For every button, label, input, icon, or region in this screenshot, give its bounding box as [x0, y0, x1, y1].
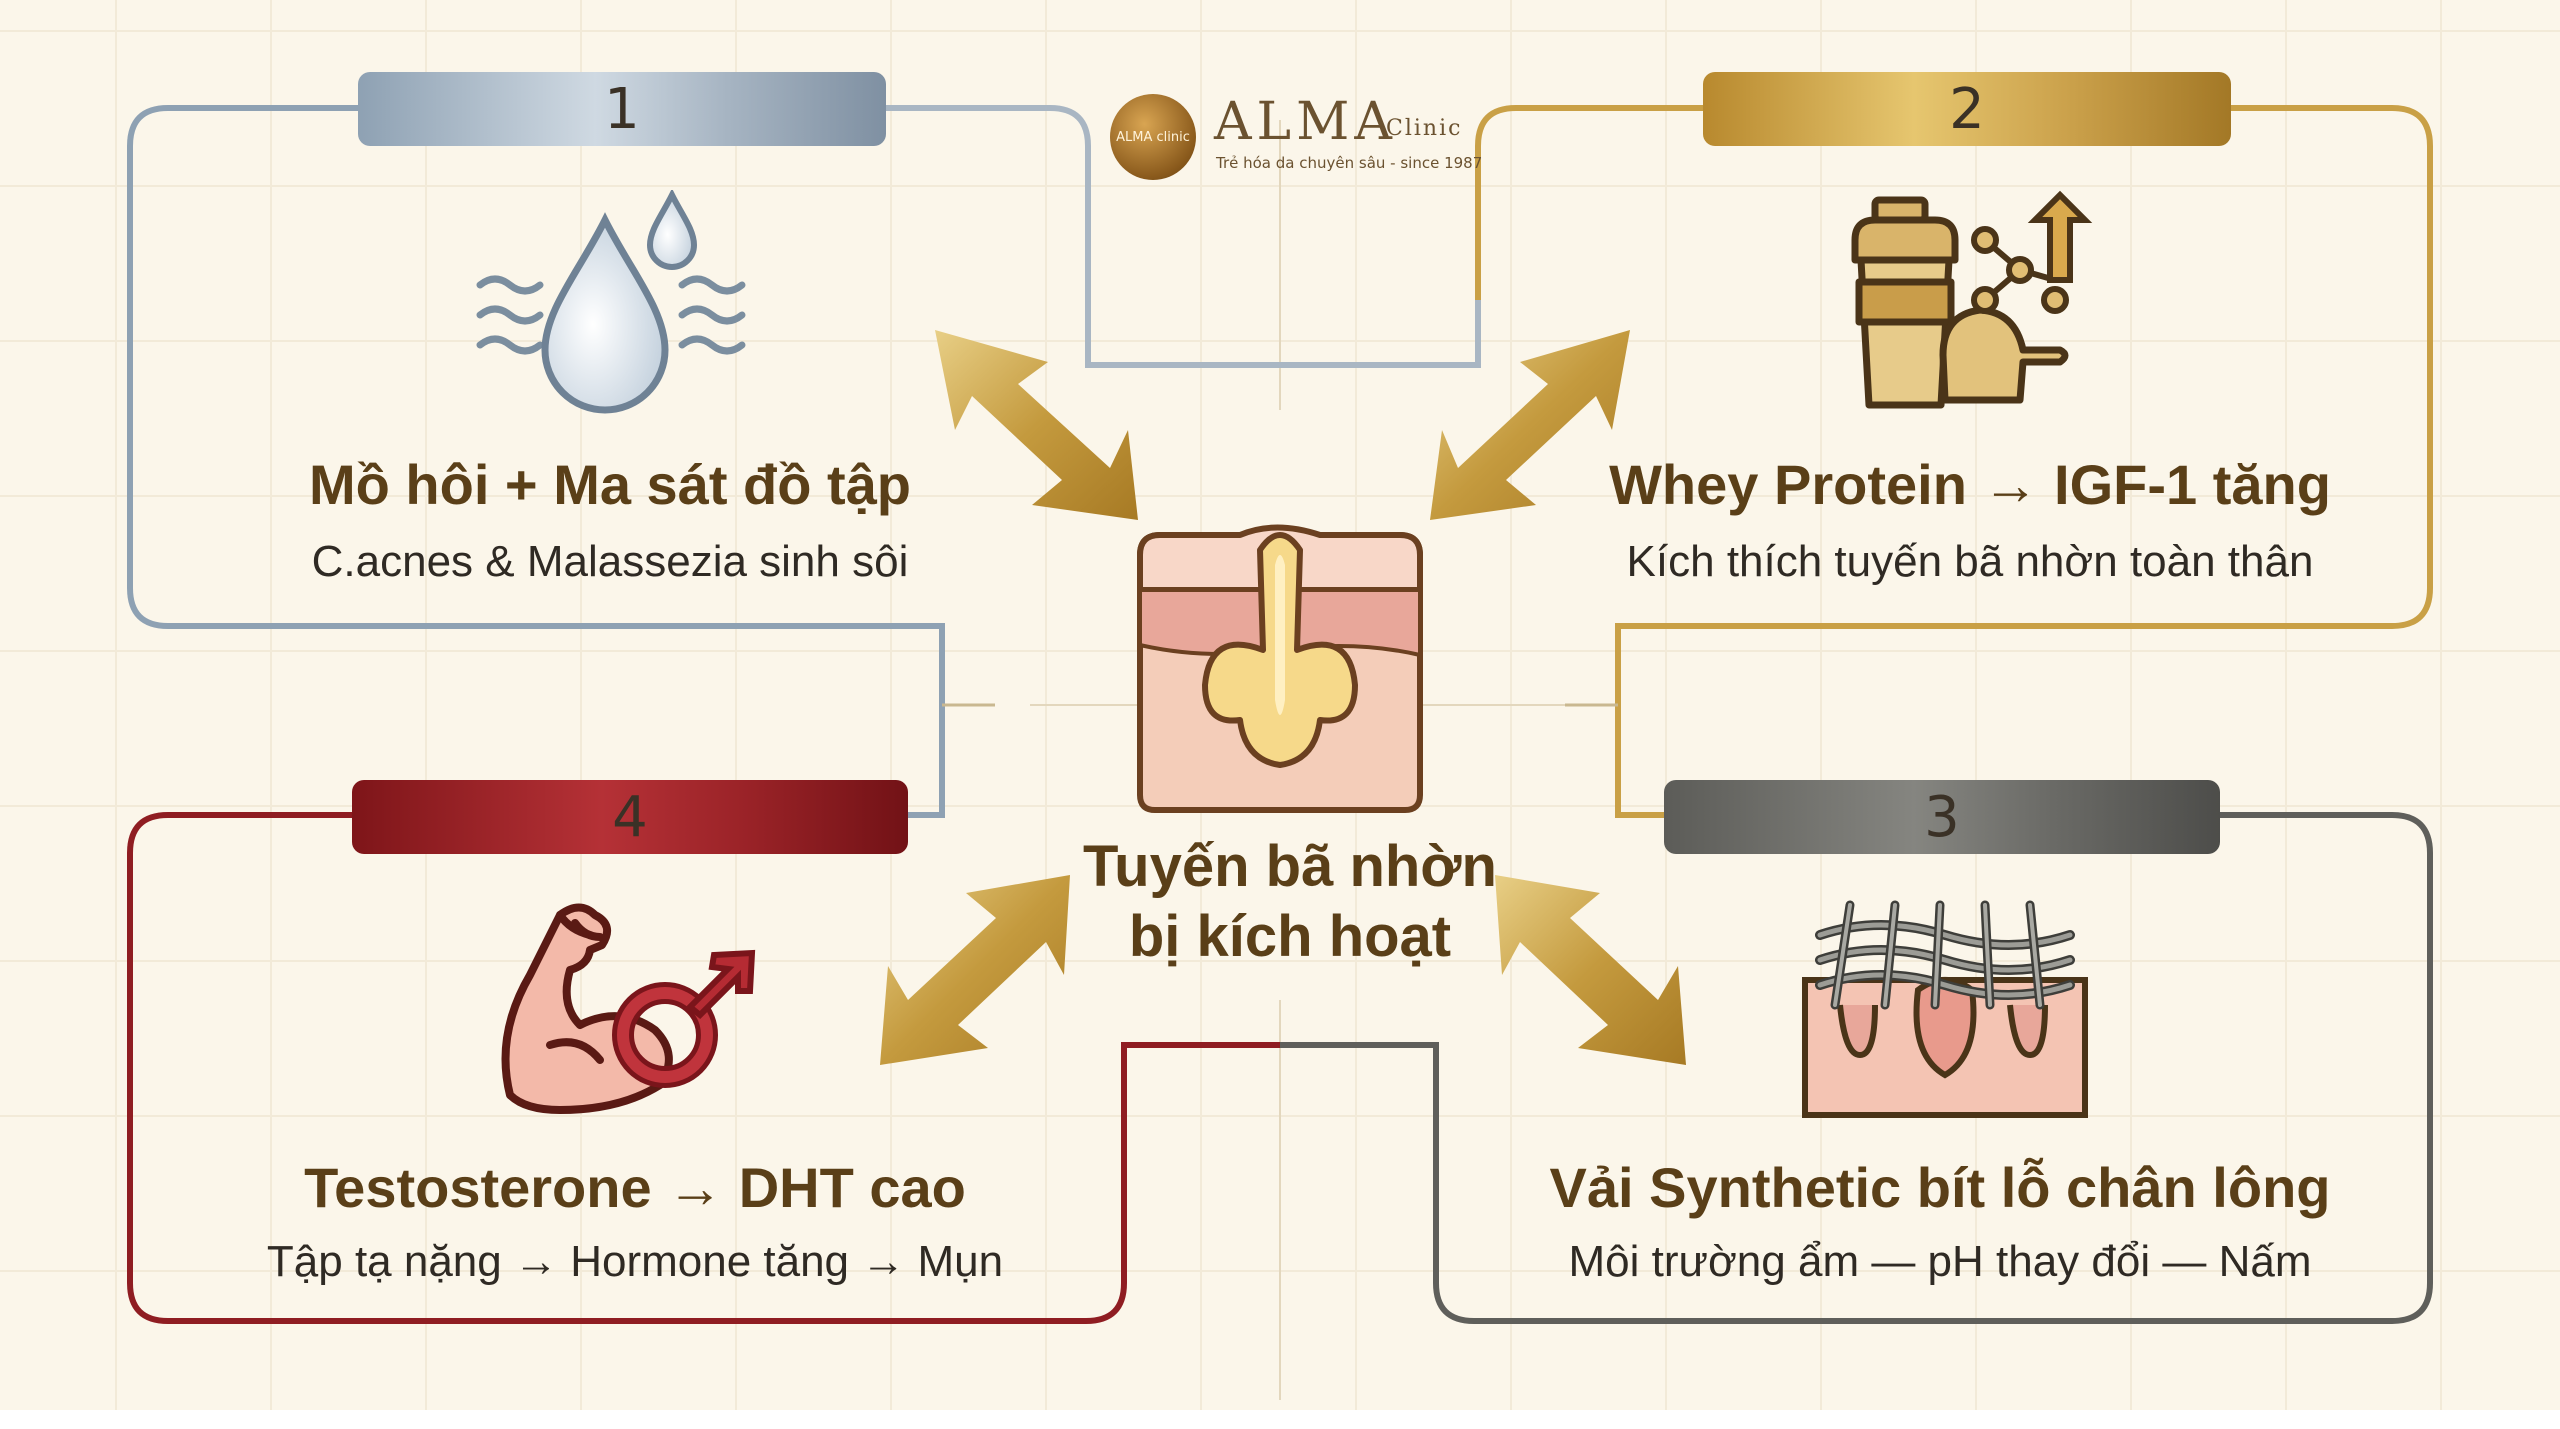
card-1-subtitle: C.acnes & Malassezia sinh sôi — [311, 537, 909, 586]
card-3-badge: 3 — [1664, 780, 2220, 854]
card-3-title: Vải Synthetic bít lỗ chân lông — [1549, 1156, 2331, 1219]
alma-clinic-logo: ALMA clinic ALMA Clinic Trẻ hóa da chuyê… — [1110, 92, 1490, 188]
arrow-top-right — [1430, 330, 1630, 520]
logo-tagline: Trẻ hóa da chuyên sâu - since 1987 — [1216, 154, 1483, 172]
card-1-badge: 1 — [358, 72, 886, 146]
card-4-frame — [127, 812, 1280, 1324]
bottom-strip — [0, 1410, 2560, 1429]
card-2-frame — [1615, 105, 2433, 818]
arrow-bottom-left — [880, 875, 1070, 1065]
skin-sebaceous-gland-icon — [1137, 524, 1423, 813]
card-3-subtitle: Môi trường ẩm — pH thay đổi — Nấm — [1568, 1237, 2312, 1286]
card-4-badge: 4 — [352, 780, 908, 854]
arrow-top-left — [935, 330, 1138, 520]
card-4-title: Testosterone → DHT cao — [304, 1156, 966, 1219]
card-2-title: Whey Protein → IGF-1 tăng — [1609, 453, 2331, 516]
center-label-line-1: Tuyến bã nhờn — [1083, 834, 1497, 899]
center-label-line-2: bị kích hoạt — [1128, 904, 1452, 969]
logo-suffix: Clinic — [1386, 116, 1463, 141]
card-2-subtitle: Kích thích tuyến bã nhờn toàn thân — [1626, 537, 2314, 586]
protein-shaker-icon — [1851, 190, 2093, 409]
muscle-male-symbol-icon — [501, 903, 756, 1114]
card-2-badge: 2 — [1703, 72, 2231, 146]
logo-name: ALMA — [1214, 92, 1397, 152]
synthetic-fabric-pore-icon — [1802, 900, 2088, 1118]
sweat-drops-icon — [476, 190, 746, 414]
card-4-subtitle: Tập tạ nặng → Hormone tăng → Mụn — [266, 1237, 1004, 1286]
logo-mark: ALMA clinic — [1110, 94, 1196, 180]
center-label: Tuyến bã nhờn bị kích hoạt — [1040, 832, 1540, 972]
card-1-title: Mồ hôi + Ma sát đồ tập — [308, 453, 912, 516]
card-3-frame — [1280, 812, 2433, 1324]
arrow-bottom-right — [1495, 875, 1686, 1065]
card-1-frame — [127, 105, 945, 818]
